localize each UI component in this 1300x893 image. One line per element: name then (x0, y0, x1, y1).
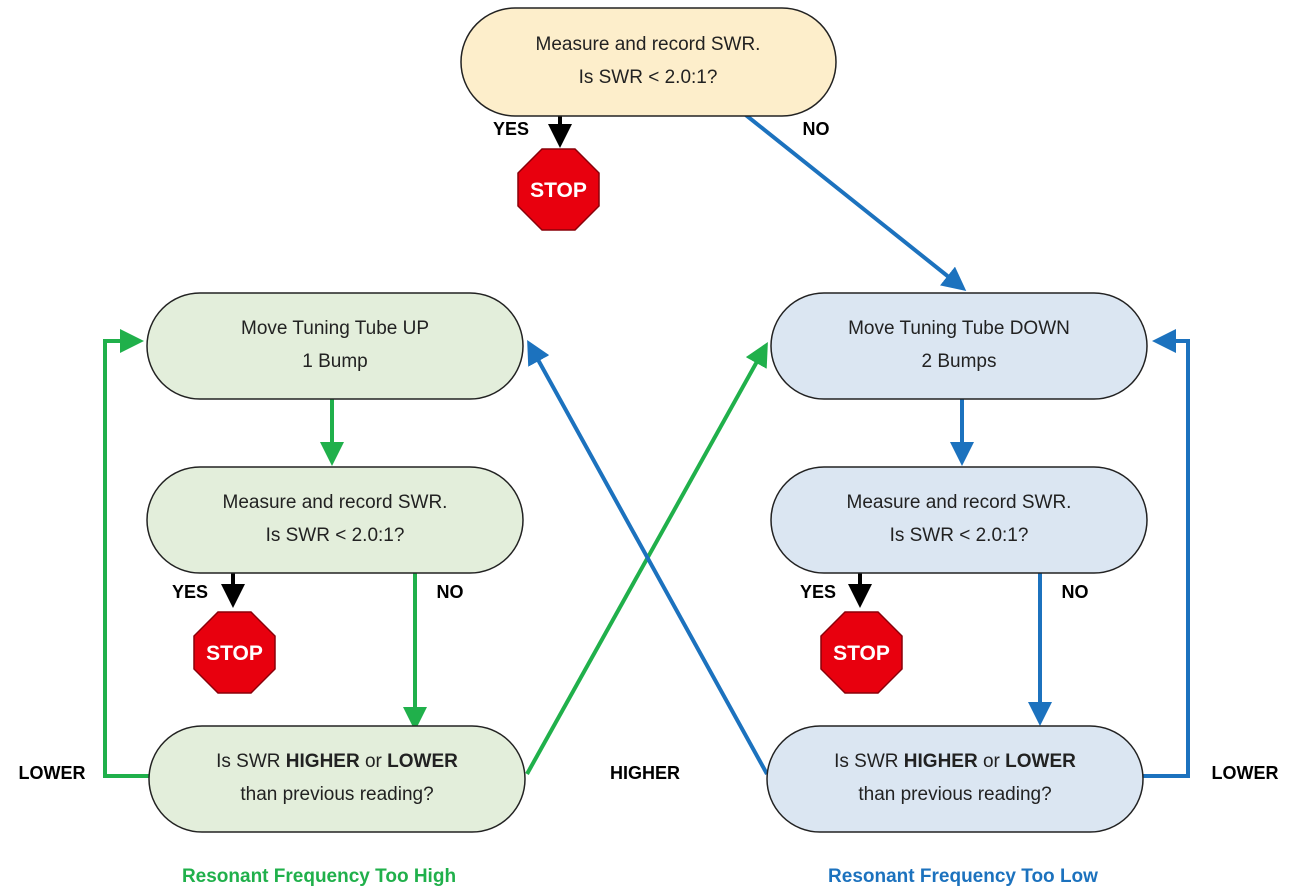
label-yes-left: YES (172, 582, 208, 602)
node-compare-right: Is SWR HIGHER or LOWER than previous rea… (766, 725, 1144, 833)
stop-text-top: STOP (530, 179, 587, 202)
label-lower-left: LOWER (19, 763, 86, 783)
node-start-line2: Is SWR < 2.0:1? (579, 67, 718, 88)
arrow-higher-right (527, 339, 769, 775)
arrow-no-top (735, 106, 967, 291)
node-measure-right-line1: Measure and record SWR. (847, 492, 1072, 513)
label-higher: HIGHER (610, 763, 680, 783)
label-no-left: NO (437, 582, 464, 602)
stop-sign-top: STOP (517, 148, 600, 231)
node-measure-left-line2: Is SWR < 2.0:1? (266, 525, 405, 546)
label-no-right: NO (1062, 582, 1089, 602)
node-move-down: Move Tuning Tube DOWN 2 Bumps (770, 292, 1148, 400)
stop-sign-right: STOP (820, 611, 903, 694)
node-compare-right-line1: Is SWR HIGHER or LOWER (834, 751, 1076, 772)
node-measure-left-line1: Measure and record SWR. (223, 492, 448, 513)
node-measure-left: Measure and record SWR. Is SWR < 2.0:1? (146, 466, 524, 574)
caption-left: Resonant Frequency Too High (182, 866, 456, 887)
node-measure-right-line2: Is SWR < 2.0:1? (890, 525, 1029, 546)
node-compare-right-line2: than previous reading? (858, 784, 1051, 805)
stop-text-left: STOP (206, 642, 263, 665)
node-move-down-line1: Move Tuning Tube DOWN (848, 318, 1070, 339)
node-move-up: Move Tuning Tube UP 1 Bump (146, 292, 524, 400)
node-compare-left-line2: than previous reading? (240, 784, 433, 805)
node-compare-left: Is SWR HIGHER or LOWER than previous rea… (148, 725, 526, 833)
caption-right: Resonant Frequency Too Low (828, 866, 1098, 887)
label-no-top: NO (803, 119, 830, 139)
stop-sign-left: STOP (193, 611, 276, 694)
arrow-lower-left (103, 329, 150, 778)
label-yes-top: YES (493, 119, 529, 139)
stop-text-right: STOP (833, 642, 890, 665)
arrow-higher-left (525, 342, 768, 775)
node-compare-left-line1: Is SWR HIGHER or LOWER (216, 751, 458, 772)
node-move-down-line2: 2 Bumps (922, 351, 997, 372)
node-start: Measure and record SWR. Is SWR < 2.0:1? (460, 7, 837, 117)
node-move-up-line2: 1 Bump (302, 351, 367, 372)
node-measure-right: Measure and record SWR. Is SWR < 2.0:1? (770, 466, 1148, 574)
label-yes-right: YES (800, 582, 836, 602)
arrow-lower-right (1142, 329, 1190, 778)
node-start-line1: Measure and record SWR. (536, 34, 761, 55)
node-move-up-line1: Move Tuning Tube UP (241, 318, 429, 339)
label-lower-right: LOWER (1212, 763, 1279, 783)
